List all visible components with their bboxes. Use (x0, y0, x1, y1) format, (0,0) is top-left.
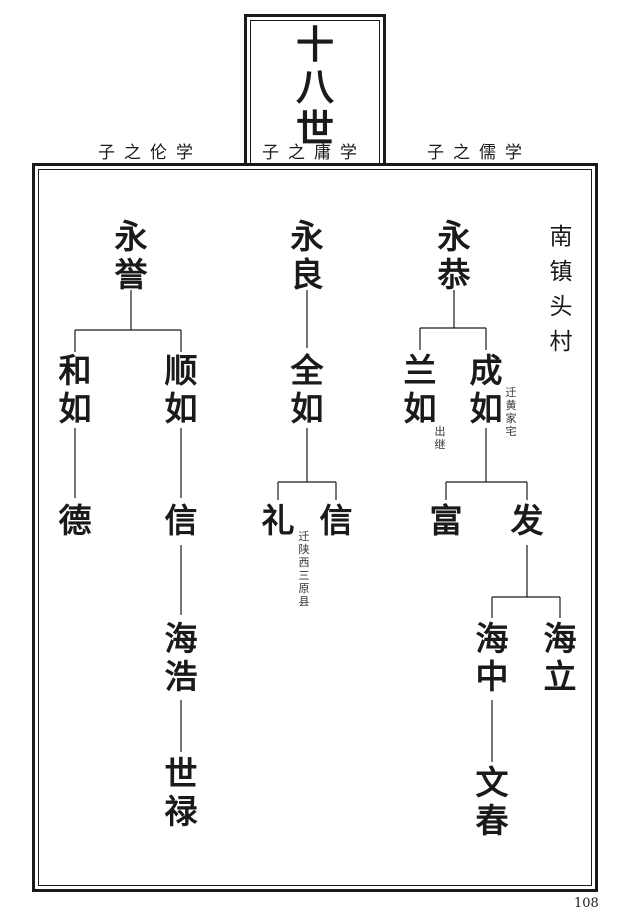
branch-label-middle: 子之庸学 (262, 143, 366, 163)
person-shunru: 顺如 (164, 351, 198, 428)
person-yongyu: 永誉 (114, 217, 148, 294)
branch-label-left: 子之伦学 (98, 143, 202, 163)
person-haizhong: 海中 (475, 619, 509, 696)
person-chengru: 成如 (469, 351, 503, 428)
person-haili: 海立 (543, 619, 577, 696)
person-heru: 和如 (58, 351, 92, 428)
person-quanru: 全如 (290, 351, 324, 428)
note-xin-middle: 迁陕西三原县 (298, 530, 310, 608)
generation-box-inner (250, 20, 380, 165)
person-lanru: 兰如 (403, 351, 437, 428)
person-haihao: 海浩 (164, 619, 198, 696)
person-xin-middle: 信 (319, 501, 353, 540)
person-li: 礼 (261, 501, 295, 540)
person-xin-left: 信 (164, 501, 198, 540)
village-label: 南 镇 头 村 (549, 224, 573, 355)
person-wenchun: 文春 (475, 763, 509, 840)
branch-label-right: 子之儒学 (427, 143, 531, 163)
note-chengru: 迁黄家宅 (505, 386, 517, 438)
person-yongliang: 永良 (290, 217, 324, 294)
generation-box (244, 14, 386, 166)
person-de: 德 (58, 501, 92, 540)
person-fa: 发 (510, 501, 544, 540)
person-shilu: 世禄 (164, 754, 198, 831)
generation-title: 十 八 世 (295, 22, 334, 151)
person-yonggong: 永恭 (437, 217, 471, 294)
person-fu: 富 (429, 501, 463, 540)
note-lanru: 出继 (434, 425, 446, 451)
genealogy-frame-inner (38, 169, 592, 886)
page-number: 108 (574, 896, 599, 911)
